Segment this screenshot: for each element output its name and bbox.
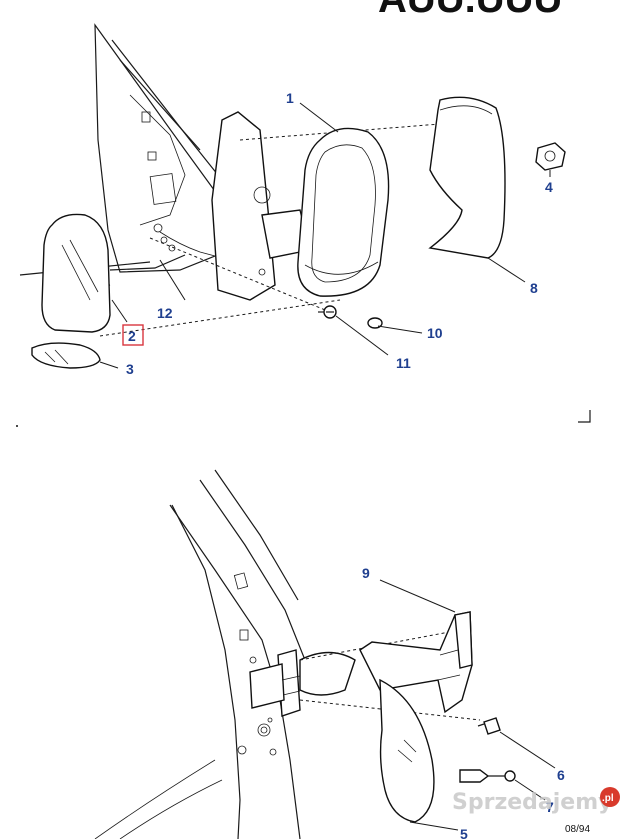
highlight-box-2 — [122, 324, 144, 346]
callout-5: 5 — [460, 826, 468, 839]
mirror-housing — [297, 127, 390, 297]
callout-3: 3 — [126, 361, 134, 377]
door-hinge — [249, 649, 356, 717]
switch-4 — [535, 142, 566, 171]
screw-11 — [318, 305, 337, 319]
screw-6 — [477, 717, 501, 735]
callout-1: 1 — [286, 90, 294, 106]
callout-2: 2 — [128, 328, 136, 344]
door-frame-bottom — [94, 469, 306, 839]
washer-10 — [367, 317, 383, 329]
date-code: 08/94 — [565, 824, 590, 835]
mirror-bracket — [211, 111, 311, 301]
callout-6: 6 — [557, 767, 565, 783]
callout-10: 10 — [427, 325, 443, 341]
bottom-diagram: 9 6 7 5 08/94 — [94, 469, 590, 839]
watermark-badge-icon — [600, 787, 620, 807]
top-diagram: 1 2 3 4 8 10 11 12 — [16, 23, 591, 427]
header-code: AUU.UUU — [378, 0, 562, 21]
callout-7: 7 — [546, 799, 554, 815]
watermark-logo: Sprzedajemy .pl — [452, 787, 620, 815]
clip-7 — [459, 769, 516, 783]
convex-glass — [31, 342, 101, 369]
mirror-glass — [41, 213, 111, 333]
callout-11: 11 — [396, 355, 411, 371]
watermark-badge: .pl — [602, 793, 614, 804]
mirror-cover — [428, 96, 506, 259]
callout-9: 9 — [362, 565, 370, 581]
watermark-text: Sprzedajemy — [452, 790, 613, 815]
mount-bracket-9 — [359, 611, 473, 714]
trim-cover-5 — [379, 678, 435, 823]
callout-12: 12 — [157, 305, 173, 321]
callout-8: 8 — [530, 280, 538, 296]
callout-4: 4 — [545, 179, 553, 195]
